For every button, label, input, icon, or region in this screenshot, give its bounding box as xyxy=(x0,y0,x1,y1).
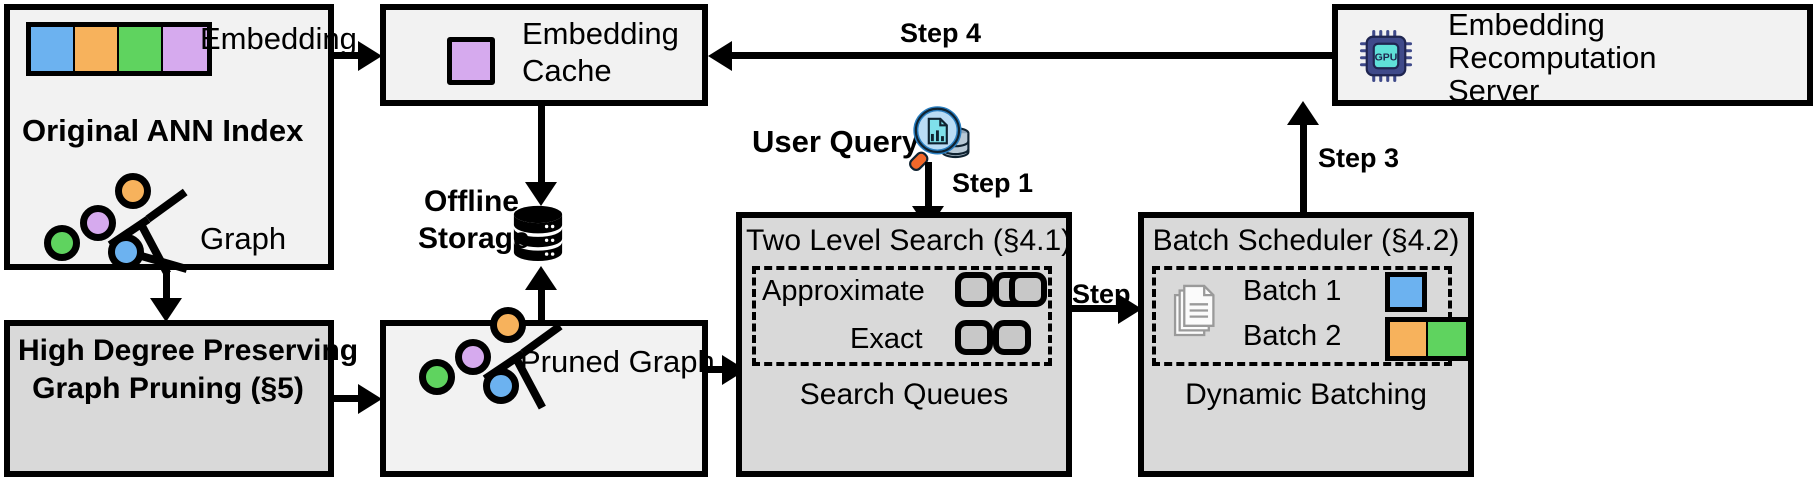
embedding-label: Embedding xyxy=(200,21,357,56)
embedding-cache-box xyxy=(380,4,708,106)
batch-1-chip-blue xyxy=(1385,272,1427,312)
recomputation-server-line3: Server xyxy=(1448,73,1540,108)
batch-1-label: Batch 1 xyxy=(1243,275,1342,307)
step1-label: Step 1 xyxy=(952,168,1034,198)
batch-2-label: Batch 2 xyxy=(1243,320,1342,352)
graph-node-green xyxy=(44,225,80,261)
exact-row-label: Exact xyxy=(850,323,923,355)
graph-pruning-line2: Graph Pruning (§5) xyxy=(32,372,304,405)
step2-arrow-line xyxy=(1072,305,1130,312)
graph-node-purple xyxy=(80,205,116,241)
exact-queue-slot xyxy=(993,320,1031,355)
search-queues-dashed-region xyxy=(752,266,1052,366)
step3-label: Step 3 xyxy=(1318,143,1400,173)
graph-node-green xyxy=(419,359,455,395)
graph-node-blue xyxy=(483,368,519,404)
batch-scheduler-title: Batch Scheduler (§4.2) xyxy=(1152,224,1460,257)
approximate-row-label: Approximate xyxy=(762,275,925,307)
graph-label: Graph xyxy=(200,221,287,256)
svg-text:GPU: GPU xyxy=(1375,51,1398,63)
step3-arrow-line xyxy=(1300,110,1307,212)
offline-storage-line1: Offline xyxy=(424,185,519,218)
step3-arrow-head xyxy=(1287,101,1319,125)
arrow-pruned-to-storage-line xyxy=(538,288,545,328)
recomputation-server-box xyxy=(1332,4,1813,106)
documents-stack-icon xyxy=(1173,284,1215,337)
step4-arrow-head xyxy=(708,41,732,71)
step1-arrow-line xyxy=(925,162,932,212)
graph-pruning-line1: High Degree Preserving xyxy=(18,334,359,367)
arrow-index-to-cache-line xyxy=(334,52,366,59)
step4-label: Step 4 xyxy=(900,18,982,48)
arrow-cache-to-storage-line xyxy=(538,106,545,189)
embedding-cache-line2: Cache xyxy=(522,53,612,88)
recomputation-server-line1: Embedding xyxy=(1448,7,1605,42)
arrow-pruned-to-storage-head xyxy=(525,266,557,290)
search-queues-footer: Search Queues xyxy=(799,378,1009,411)
dynamic-batching-footer: Dynamic Batching xyxy=(1185,378,1427,411)
pruned-graph-box xyxy=(380,320,708,477)
arrow-index-to-pruning-head xyxy=(150,298,182,322)
gpu-chip-icon: GPU xyxy=(1359,29,1413,83)
step4-arrow-line xyxy=(730,52,1334,59)
approximate-queue-slot xyxy=(1009,272,1047,307)
magnifier-database-icon xyxy=(909,106,970,172)
offline-storage-line2: Storage xyxy=(418,222,530,255)
arrow-index-to-cache-head xyxy=(358,41,382,71)
graph-node-orange xyxy=(115,173,151,209)
graph-pruning-box xyxy=(4,320,334,477)
graph-node-purple xyxy=(455,339,491,375)
arrow-index-to-pruning-line xyxy=(163,270,170,304)
exact-queue-slot xyxy=(955,320,993,355)
user-query-label: User Query xyxy=(752,124,920,159)
arrow-pruned-to-search-line xyxy=(708,366,732,373)
arrow-pruning-to-pruned-head xyxy=(358,384,382,414)
arrow-pruning-to-pruned-line xyxy=(334,395,366,402)
approximate-queue-slot xyxy=(955,272,993,307)
recomputation-server-line2: Recomputation xyxy=(1448,40,1657,75)
database-cylinder-icon xyxy=(513,205,563,261)
graph-node-blue xyxy=(108,234,144,270)
embedding-cache-chip xyxy=(447,37,495,85)
graph-node-orange xyxy=(490,307,526,343)
pruned-graph-label: Pruned Graph xyxy=(520,344,715,379)
two-level-search-title: Two Level Search (§4.1) xyxy=(746,224,1072,257)
arrow-cache-to-storage-head xyxy=(525,182,557,206)
embedding-cache-line1: Embedding xyxy=(522,16,679,51)
dynamic-batching-dashed-region xyxy=(1152,266,1452,366)
batch-2-chips xyxy=(1385,317,1471,361)
original-ann-index-title: Original ANN Index xyxy=(22,113,304,148)
embedding-vector-chips xyxy=(26,22,212,76)
